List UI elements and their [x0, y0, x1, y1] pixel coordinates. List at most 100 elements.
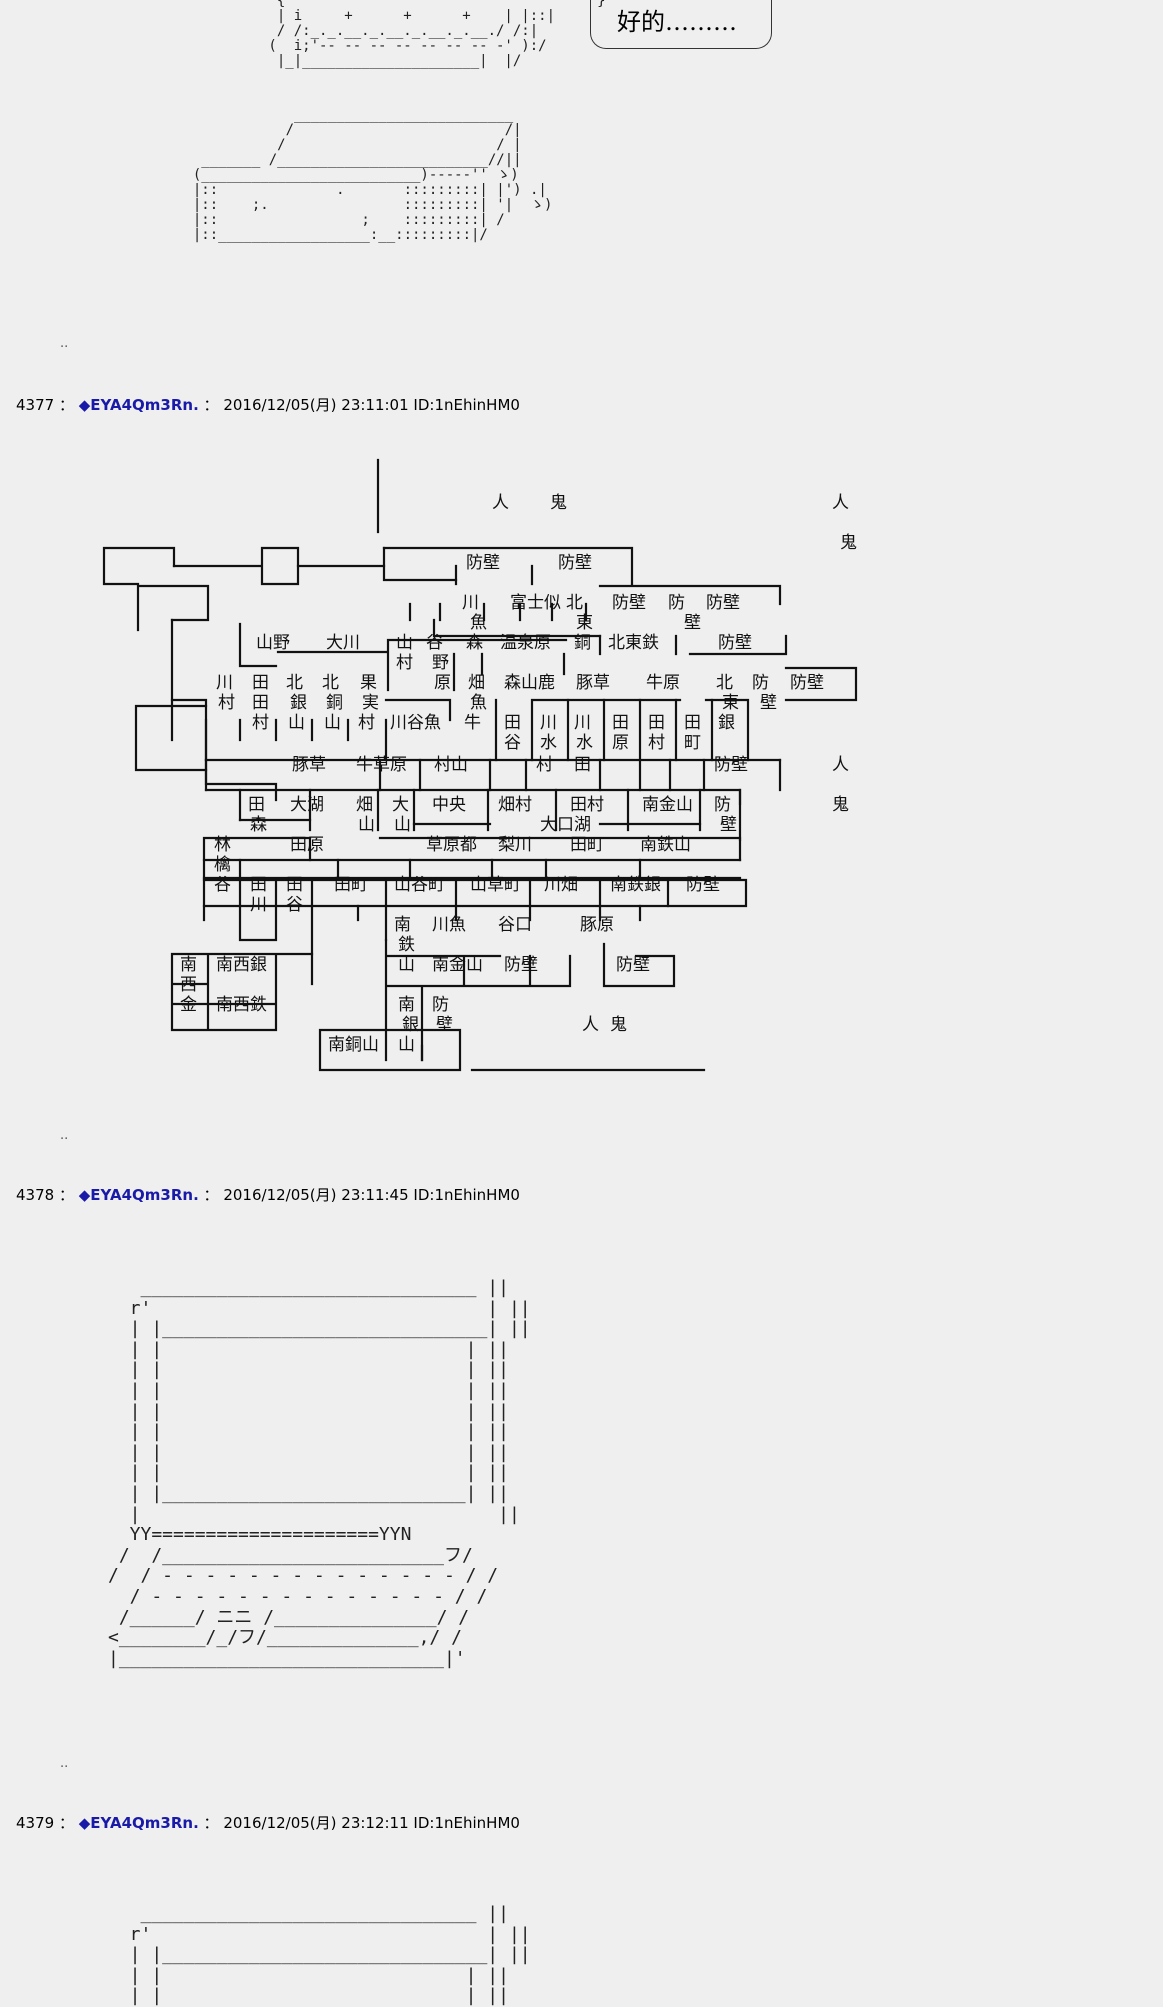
- map-label: 鉄: [398, 935, 415, 955]
- map-label: 森: [466, 633, 483, 653]
- map-label: 草原都: [426, 835, 477, 855]
- speech-bubble-text: 好的………: [617, 8, 737, 36]
- post-header: 4378 ： ◆EYA4Qm3Rn. ： 2016/12/05(月) 23:11…: [16, 1186, 520, 1204]
- ascii-map: 人鬼人鬼防壁防壁川富士似北防壁防防壁魚東壁山野大川山谷森温泉原銅北東鉄防壁村野川…: [102, 458, 858, 1072]
- separator: ..: [60, 336, 69, 351]
- map-label: 北: [286, 673, 303, 693]
- map-label: 大: [392, 795, 409, 815]
- map-label: 壁: [436, 1015, 453, 1035]
- map-label: 防壁: [612, 593, 646, 613]
- map-label: 防壁: [790, 673, 824, 693]
- map-label: 川畑: [544, 875, 578, 895]
- map-label: 豚草: [576, 673, 610, 693]
- map-label: 金: [180, 995, 197, 1015]
- map-label: 田: [286, 875, 303, 895]
- map-label: 村: [218, 693, 235, 713]
- map-label: 防壁: [466, 553, 500, 573]
- post-header: 4379 ： ◆EYA4Qm3Rn. ： 2016/12/05(月) 23:12…: [16, 1814, 520, 1832]
- map-label: 川: [250, 895, 267, 915]
- map-label: 田: [648, 713, 665, 733]
- map-label: 防壁: [558, 553, 592, 573]
- map-label: 川: [216, 673, 233, 693]
- map-label: 南鉄山: [640, 835, 691, 855]
- map-label: 南: [398, 995, 415, 1015]
- ascii-laptop-partial: _______________________________ || r' | …: [129, 1903, 531, 2007]
- map-label: 山谷町: [394, 875, 445, 895]
- post-id[interactable]: ID:1nEhinHM0: [413, 396, 520, 414]
- post-colon: ：: [203, 1814, 219, 1832]
- map-label: 南: [180, 955, 197, 975]
- map-label: 山: [398, 955, 415, 975]
- map-label: 村: [358, 713, 375, 733]
- separator: ..: [60, 1756, 69, 1771]
- map-label: 防壁: [616, 955, 650, 975]
- post-sep: ：: [58, 1186, 74, 1204]
- map-label: 畑: [468, 673, 485, 693]
- map-label: 山: [324, 713, 341, 733]
- map-label: 防壁: [504, 955, 538, 975]
- map-label: 牛: [464, 713, 481, 733]
- map-label: 南: [394, 915, 411, 935]
- post-number[interactable]: 4378: [16, 1186, 55, 1204]
- map-label: 南西銀: [216, 955, 267, 975]
- post-datetime: 2016/12/05(月) 23:12:11: [223, 1814, 409, 1832]
- map-label: 鬼: [550, 493, 567, 513]
- map-label: 川: [462, 593, 479, 613]
- map-label: 谷: [286, 895, 303, 915]
- post-sep: ：: [58, 1814, 74, 1832]
- map-label: 南金山: [432, 955, 483, 975]
- map-label: 山野: [256, 633, 290, 653]
- map-label: 実: [362, 693, 379, 713]
- map-label: 北: [716, 673, 733, 693]
- map-label: 防: [668, 593, 685, 613]
- post-number[interactable]: 4377: [16, 396, 55, 414]
- map-label: 南西鉄: [216, 995, 267, 1015]
- map-label: 中央: [432, 795, 466, 815]
- map-label: 谷: [504, 733, 521, 753]
- separator: ..: [60, 1128, 69, 1143]
- map-label: 大口湖: [540, 815, 591, 835]
- post-id[interactable]: ID:1nEhinHM0: [413, 1814, 520, 1832]
- map-label: 川谷魚: [390, 713, 441, 733]
- map-label: 田: [252, 673, 269, 693]
- map-label: 原: [612, 733, 629, 753]
- map-label: 人: [492, 493, 509, 513]
- post-header: 4377 ： ◆EYA4Qm3Rn. ： 2016/12/05(月) 23:11…: [16, 396, 520, 414]
- map-label: 林: [214, 835, 231, 855]
- map-label: 田: [612, 713, 629, 733]
- map-label: 銀: [290, 693, 307, 713]
- map-label: 大川: [326, 633, 360, 653]
- map-label: 山: [398, 1035, 415, 1055]
- map-label: 魚: [470, 613, 487, 633]
- map-label: 壁: [720, 815, 737, 835]
- map-label: 田村: [570, 795, 604, 815]
- map-lines: [102, 458, 858, 1072]
- post-id[interactable]: ID:1nEhinHM0: [413, 1186, 520, 1204]
- map-label: 村山: [434, 755, 468, 775]
- map-label: 銀: [718, 713, 735, 733]
- post-colon: ：: [203, 396, 219, 414]
- map-label: 森: [250, 815, 267, 835]
- post-trip: ◆EYA4Qm3Rn.: [78, 396, 199, 414]
- map-label: 銅: [326, 693, 343, 713]
- map-label: 川: [574, 713, 591, 733]
- map-label: 谷: [426, 633, 443, 653]
- map-label: 村: [252, 713, 269, 733]
- map-label: 野: [432, 653, 449, 673]
- post-number[interactable]: 4379: [16, 1814, 55, 1832]
- map-label: 村: [536, 755, 553, 775]
- map-label: 田: [248, 795, 265, 815]
- map-label: 山: [394, 815, 411, 835]
- map-label: 田: [252, 693, 269, 713]
- map-label: 田原: [290, 835, 324, 855]
- map-label: 人: [582, 1015, 599, 1035]
- map-label: 東: [722, 693, 739, 713]
- post-trip: ◆EYA4Qm3Rn.: [78, 1814, 199, 1832]
- map-label: 田: [574, 755, 591, 775]
- map-label: 鬼: [840, 533, 857, 553]
- map-label: 山草町: [470, 875, 521, 895]
- map-label: 防壁: [714, 755, 748, 775]
- map-label: 村: [396, 653, 413, 673]
- map-label: 鬼: [610, 1015, 627, 1035]
- map-label: 南金山: [642, 795, 693, 815]
